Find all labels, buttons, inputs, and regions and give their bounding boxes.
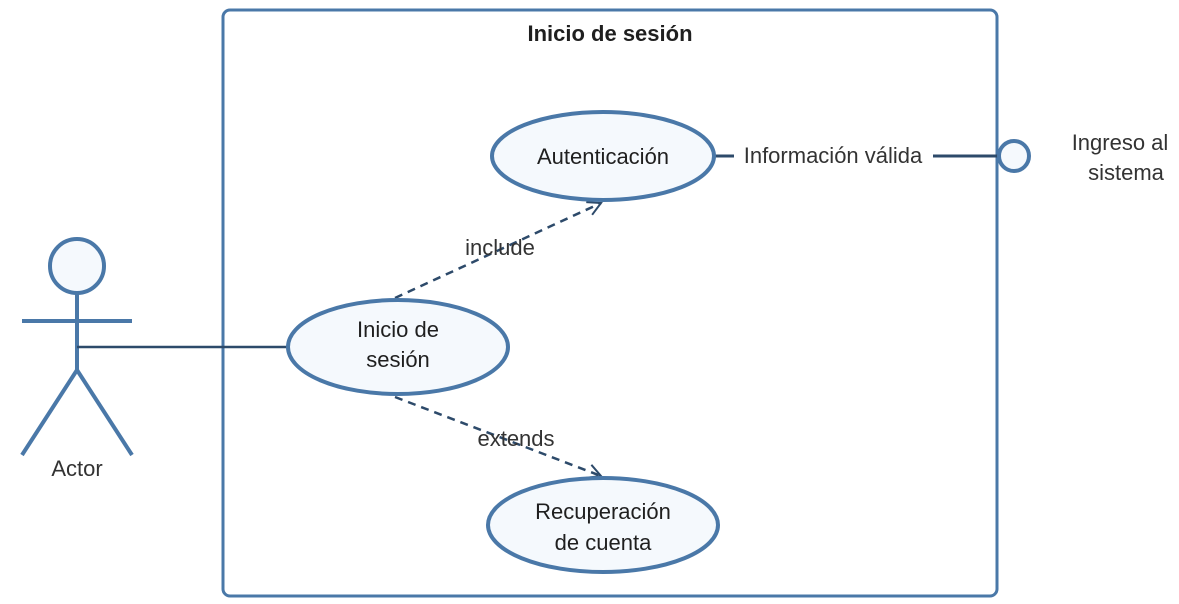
actor-left-leg — [20, 368, 79, 457]
use-case-autenticacion[interactable] — [490, 110, 716, 202]
interface-name-line1: Ingreso al — [1072, 130, 1169, 155]
system-boundary[interactable] — [221, 8, 999, 598]
include-label: include — [465, 235, 535, 260]
include-arrow[interactable] — [394, 203, 601, 300]
actor-head — [48, 237, 106, 295]
use-case-recuperacion-line2: de cuenta — [555, 530, 652, 555]
system-boundary-title: Inicio de sesión — [527, 21, 692, 46]
interface-lollipop-icon[interactable] — [997, 139, 1031, 173]
interface-name-line2: sistema — [1088, 160, 1165, 185]
actor-figure[interactable] — [20, 237, 134, 457]
use-case-inicio-sesion-line1: Inicio de — [357, 317, 439, 342]
use-case-autenticacion-label: Autenticación — [537, 144, 669, 169]
extends-arrow[interactable] — [394, 395, 601, 476]
use-case-recuperacion[interactable] — [486, 476, 720, 574]
use-case-recuperacion-line1: Recuperación — [535, 499, 671, 524]
use-case-inicio-sesion-line2: sesión — [366, 347, 430, 372]
use-case-inicio-sesion[interactable] — [286, 298, 510, 396]
extends-label: extends — [477, 426, 554, 451]
actor-right-leg — [75, 368, 134, 457]
interface-label: Información válida — [744, 143, 923, 168]
actor-label: Actor — [51, 456, 102, 481]
